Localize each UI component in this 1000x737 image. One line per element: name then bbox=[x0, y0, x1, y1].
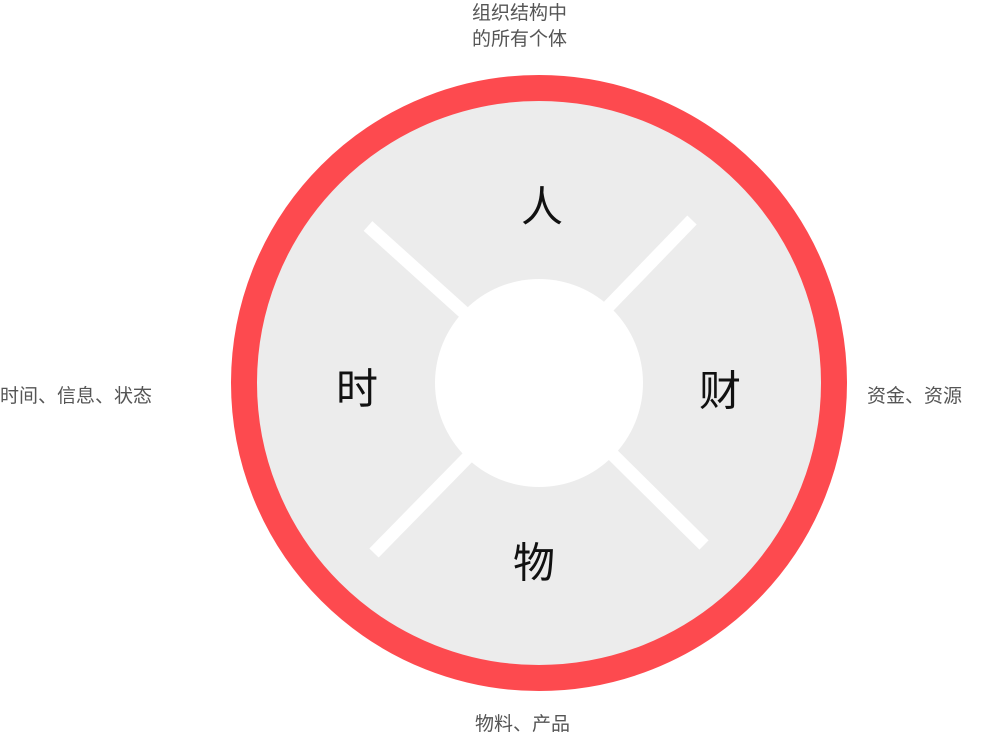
label-top: 组织结构中 的所有个体 bbox=[472, 0, 567, 52]
divider-top-right bbox=[600, 215, 697, 315]
label-left: 时间、信息、状态 bbox=[0, 385, 153, 407]
label-top-line1: 组织结构中 bbox=[472, 2, 568, 24]
quadrant-finance: 财 bbox=[698, 366, 742, 416]
divider-top-left bbox=[363, 221, 475, 323]
label-top-line2: 的所有个体 bbox=[472, 28, 568, 50]
divider-bottom-left bbox=[369, 450, 475, 558]
divider-bottom-right bbox=[603, 445, 709, 550]
quadrant-material: 物 bbox=[512, 538, 556, 588]
center-circle bbox=[435, 279, 643, 487]
quadrant-people: 人 bbox=[520, 182, 564, 232]
divider-lines bbox=[363, 215, 709, 558]
label-bottom: 物料、产品 bbox=[475, 713, 571, 735]
quadrant-time: 时 bbox=[335, 364, 379, 414]
label-right: 资金、资源 bbox=[867, 385, 963, 407]
